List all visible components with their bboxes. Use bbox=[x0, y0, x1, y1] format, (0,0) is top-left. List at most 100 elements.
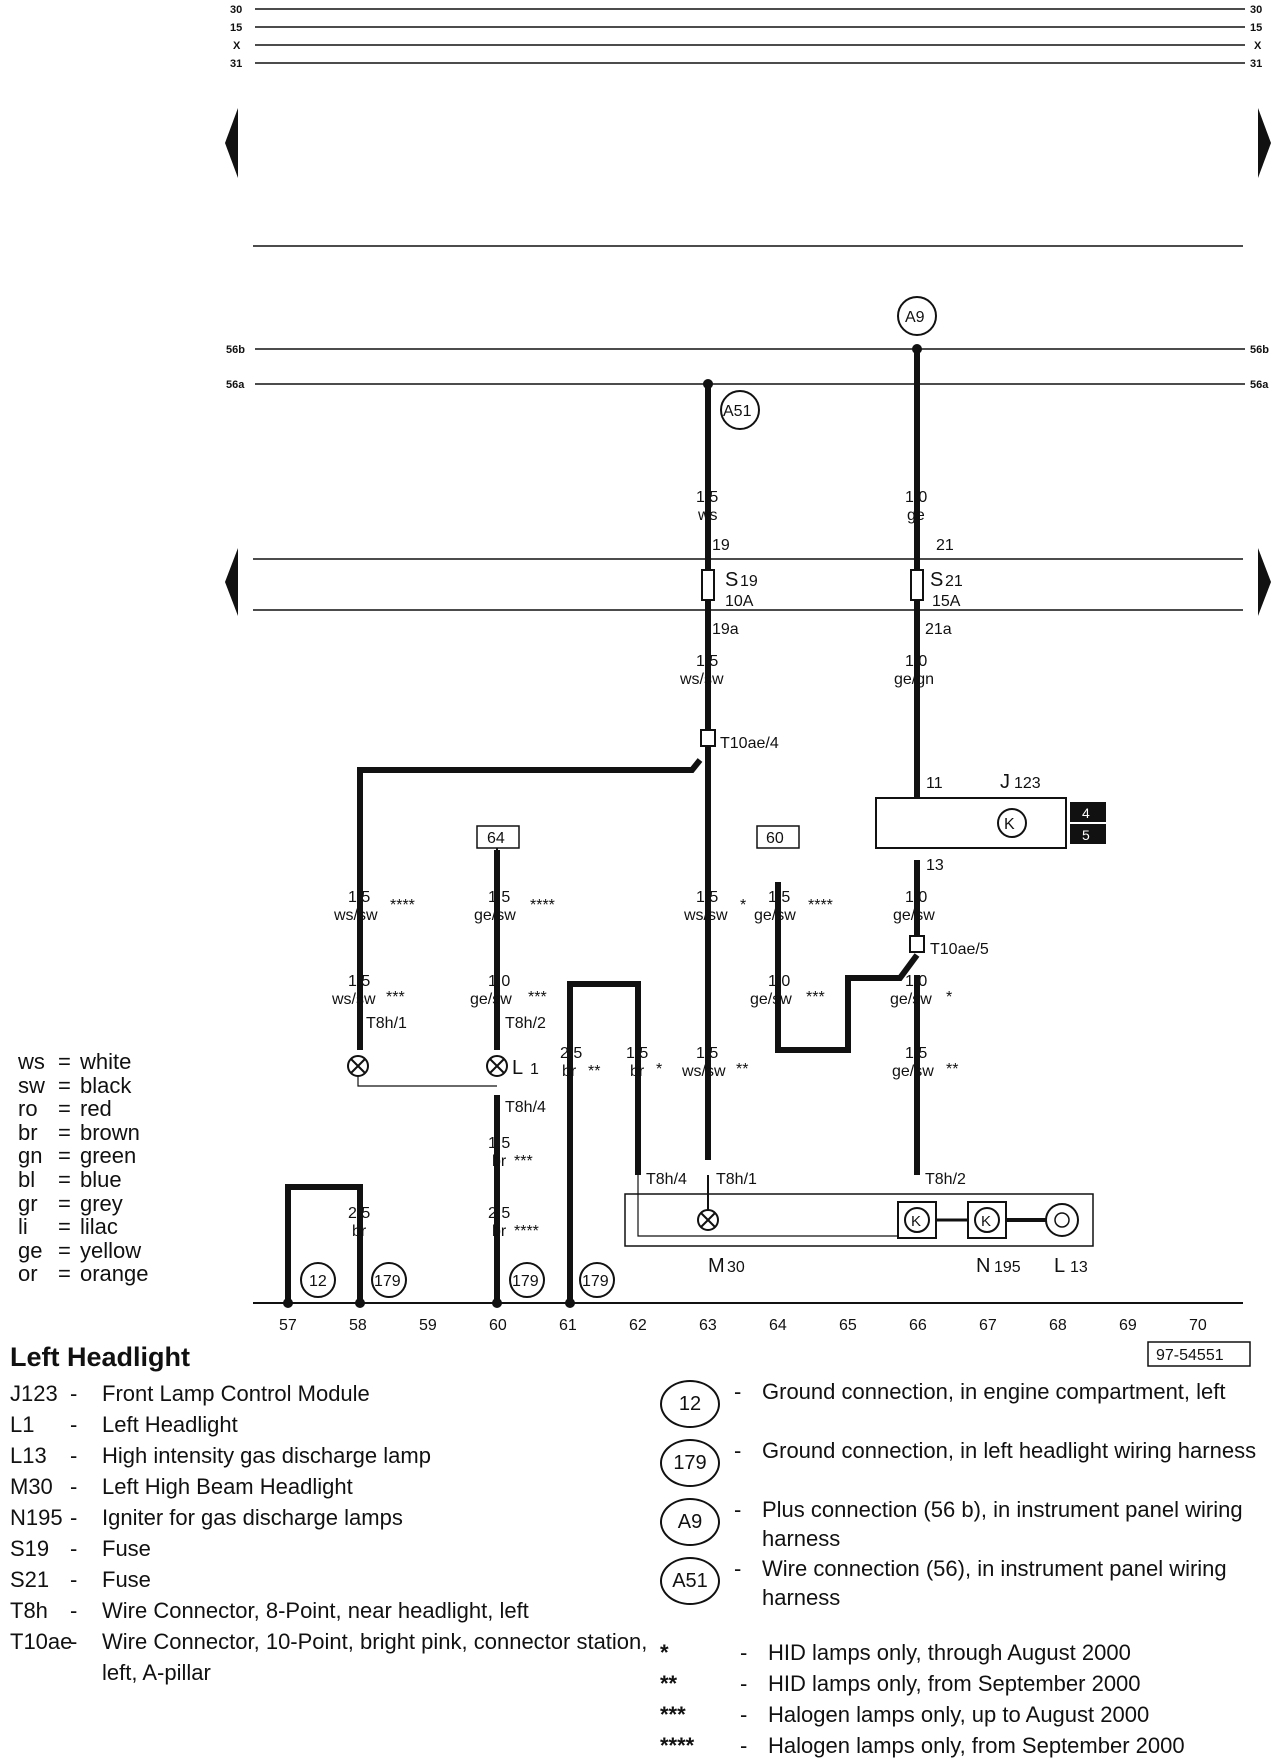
l13-code: L bbox=[1054, 1255, 1065, 1277]
c58-mid-color: ws/sw bbox=[331, 991, 376, 1008]
j123-module bbox=[875, 797, 1067, 849]
connection-symbol-icon: A9 bbox=[660, 1498, 720, 1546]
color-name: grey bbox=[80, 1190, 123, 1216]
column-number: 58 bbox=[349, 1317, 367, 1334]
l13-gas-lamp-icon bbox=[1045, 1203, 1079, 1237]
t8h1-right-pin: T8h/1 bbox=[716, 1171, 757, 1188]
s19-out-size: 1,5 bbox=[696, 653, 718, 670]
j123-ref-a-box bbox=[1070, 802, 1106, 822]
part-description: Fuse bbox=[102, 1536, 151, 1561]
l1-right-bulb-icon bbox=[486, 1055, 508, 1077]
a51-label: A51 bbox=[723, 403, 752, 420]
j123-relay-letter: K bbox=[1004, 816, 1015, 833]
equals-sign: = bbox=[58, 1143, 71, 1169]
j123-ref-b-box bbox=[1070, 824, 1106, 844]
equals-sign: = bbox=[58, 1166, 71, 1192]
a51-connection-icon bbox=[720, 390, 760, 430]
c58-top-star: **** bbox=[390, 897, 415, 914]
ref-60: 60 bbox=[766, 830, 784, 847]
c66-mid-size: 1,0 bbox=[905, 973, 927, 990]
c63-low-color: ws/sw bbox=[681, 1063, 726, 1080]
column-number: 69 bbox=[1119, 1317, 1137, 1334]
a51-wire-size: 1,5 bbox=[696, 489, 718, 506]
j123-ref-b: 5 bbox=[1082, 827, 1090, 843]
c61-color: br bbox=[562, 1063, 577, 1080]
rail-56b-right: 56b bbox=[1250, 344, 1269, 356]
c66-low-size: 1,5 bbox=[905, 1045, 927, 1062]
column-number: 65 bbox=[839, 1317, 857, 1334]
dash: - bbox=[740, 1702, 748, 1727]
color-name: black bbox=[80, 1072, 132, 1098]
c66-low-star: ** bbox=[946, 1061, 958, 1078]
wires bbox=[285, 349, 920, 1300]
t8h2-right-pin: T8h/2 bbox=[925, 1171, 966, 1188]
c66-top-size: 1,0 bbox=[905, 889, 927, 906]
j123-code: J bbox=[1000, 771, 1010, 793]
c60-low-size: 1,5 bbox=[488, 1135, 510, 1152]
c63-top-size: 1,5 bbox=[696, 889, 718, 906]
part-code: L13 bbox=[10, 1443, 47, 1468]
star-marker: **** bbox=[660, 1733, 695, 1758]
c60-mid-size: 1,0 bbox=[488, 973, 510, 990]
star-legend-item: ****-Halogen lamps only, from September … bbox=[660, 1730, 1185, 1761]
star-legend-item: *-HID lamps only, through August 2000 bbox=[660, 1637, 1185, 1668]
equals-sign: = bbox=[58, 1096, 71, 1122]
t10ae5-connector-icon bbox=[909, 935, 925, 953]
ground-legend: 12-Ground connection, in engine compartm… bbox=[660, 1378, 1262, 1614]
housing-relay-a-icon bbox=[904, 1207, 930, 1233]
equals-sign: = bbox=[58, 1237, 71, 1263]
parts-legend-item: T10ae-Wire Connector, 10-Point, bright p… bbox=[10, 1626, 662, 1688]
s19-code: S bbox=[725, 569, 738, 591]
arrow-right-mid-icon bbox=[1258, 548, 1271, 616]
c58-bot-size: 2,5 bbox=[348, 1205, 370, 1222]
s21-out-size: 1,0 bbox=[905, 653, 927, 670]
part-code: N195 bbox=[10, 1505, 63, 1530]
t8h2-left-pin: T8h/2 bbox=[505, 1015, 546, 1032]
color-legend-item: ge=yellow bbox=[18, 1239, 149, 1263]
c63-low-star: ** bbox=[736, 1061, 748, 1078]
part-description: Wire Connector, 10-Point, bright pink, c… bbox=[102, 1629, 648, 1685]
c66-top-color: ge/sw bbox=[893, 907, 935, 924]
dash: - bbox=[740, 1671, 748, 1696]
column-number: 67 bbox=[979, 1317, 997, 1334]
column-number: 64 bbox=[769, 1317, 787, 1334]
s21-rating: 15A bbox=[932, 593, 961, 610]
c58-bot-color: br bbox=[352, 1223, 367, 1240]
color-code: ws bbox=[18, 1049, 45, 1074]
c61-star: ** bbox=[588, 1063, 600, 1080]
star-description: Halogen lamps only, from September 2000 bbox=[768, 1733, 1185, 1758]
part-code: M30 bbox=[10, 1474, 53, 1499]
connection-description: Wire connection (56), in instrument pane… bbox=[762, 1556, 1227, 1610]
c58-mid-size: 1,5 bbox=[348, 973, 370, 990]
t8h1-left-pin: T8h/1 bbox=[366, 1015, 407, 1032]
diagram-id-box bbox=[1147, 1341, 1251, 1367]
c63-top-star: * bbox=[740, 897, 746, 914]
s21-out-pin: 21a bbox=[925, 621, 952, 638]
m30-bulb-icon bbox=[697, 1209, 719, 1231]
dash: - bbox=[70, 1443, 78, 1468]
parts-legend-item: N195-Igniter for gas discharge lamps bbox=[10, 1502, 662, 1533]
connection-description: Ground connection, in engine compartment… bbox=[762, 1379, 1226, 1404]
equals-sign: = bbox=[58, 1190, 71, 1216]
color-code: li bbox=[18, 1214, 28, 1240]
color-legend-item: ws=white bbox=[18, 1050, 149, 1074]
part-description: Fuse bbox=[102, 1567, 151, 1592]
a9-label: A9 bbox=[905, 309, 925, 326]
rail-15-right: 15 bbox=[1250, 22, 1262, 34]
star-marker: * bbox=[660, 1640, 669, 1665]
j123-in-pin: 11 bbox=[926, 775, 943, 792]
dash: - bbox=[70, 1474, 78, 1499]
part-description: Left High Beam Headlight bbox=[102, 1474, 353, 1499]
ground-legend-item: A51-Wire connection (56), in instrument … bbox=[660, 1555, 1262, 1614]
a9-connection-icon bbox=[897, 296, 937, 336]
c60-bot-size: 2,5 bbox=[488, 1205, 510, 1222]
rail-31-right: 31 bbox=[1250, 58, 1262, 70]
star-marker: ** bbox=[660, 1671, 678, 1696]
color-legend-item: or=orange bbox=[18, 1262, 149, 1286]
n195-code: N bbox=[976, 1255, 990, 1277]
color-name: green bbox=[80, 1143, 137, 1169]
part-description: Left Headlight bbox=[102, 1412, 238, 1437]
t10ae4-pin: T10ae/4 bbox=[720, 735, 779, 752]
t8h4-right-pin: T8h/4 bbox=[646, 1171, 687, 1188]
